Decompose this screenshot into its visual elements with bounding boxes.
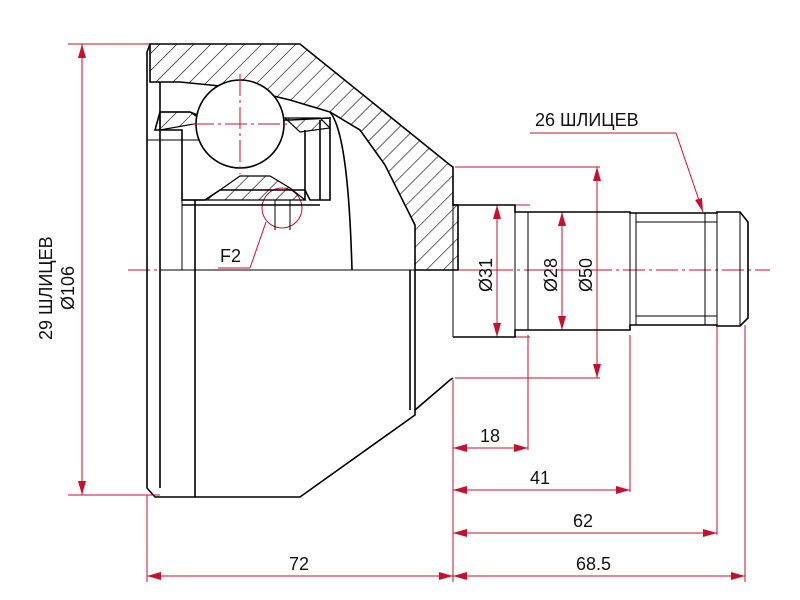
length-72-label: 72 — [289, 554, 309, 574]
dimension-labels: 26 ШЛИЦЕВ F2 18 41 62 72 68.5 Ø31 Ø28 Ø5… — [36, 110, 639, 574]
cv-joint-outline — [146, 43, 749, 498]
length-62-label: 62 — [573, 511, 593, 531]
length-68-5-label: 68.5 — [576, 554, 611, 574]
diameter-106-label: Ø106 — [58, 266, 78, 310]
housing-section-hatch — [149, 43, 459, 271]
length-18-label: 18 — [480, 426, 500, 446]
detail-f2-label: F2 — [220, 246, 241, 266]
diameter-31-label: Ø31 — [476, 258, 496, 292]
spline-outer-label: 26 ШЛИЦЕВ — [535, 110, 639, 130]
diameter-50-label: Ø50 — [576, 258, 596, 292]
dimension-lines — [68, 43, 770, 582]
spline-inner-label: 29 ШЛИЦЕВ — [36, 236, 56, 340]
diameter-28-label: Ø28 — [541, 258, 561, 292]
length-41-label: 41 — [530, 468, 550, 488]
